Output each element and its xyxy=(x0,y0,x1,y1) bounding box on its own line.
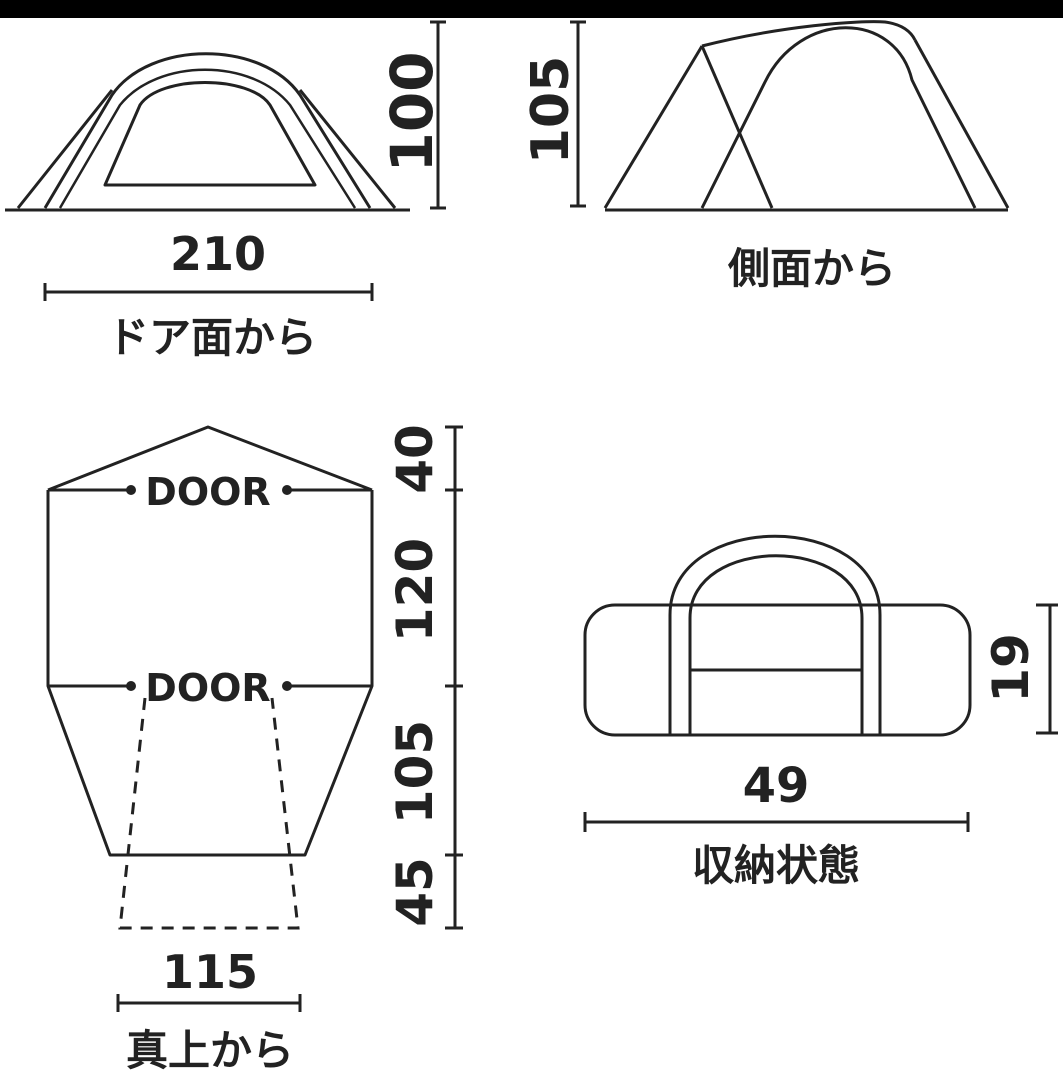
side-right-slope xyxy=(913,39,1010,209)
side-height-value: 105 xyxy=(521,56,581,165)
top-door-marker-1a xyxy=(126,485,136,495)
top-bar xyxy=(0,0,1063,18)
front-fly-outline xyxy=(43,52,372,209)
side-view-label: 側面から xyxy=(727,244,896,293)
bag-height-value: 19 xyxy=(982,633,1040,703)
bag-width-value: 49 xyxy=(743,758,810,814)
top-door-marker-1b xyxy=(282,485,292,495)
front-inner-outline xyxy=(58,68,357,209)
top-dim-value-1: 40 xyxy=(386,424,444,494)
top-dashed-extension xyxy=(118,697,300,930)
side-cross-pole xyxy=(700,45,774,209)
front-width-value: 210 xyxy=(170,227,266,281)
front-door-window xyxy=(103,81,317,187)
front-view-drawing xyxy=(5,20,446,301)
top-view-label: 真上から xyxy=(126,1026,294,1075)
top-door-label-middle: DOOR xyxy=(145,666,270,710)
top-dim-value-3: 105 xyxy=(386,720,444,824)
front-view-label: ドア面から xyxy=(107,313,317,362)
top-door-label-front: DOOR xyxy=(145,470,270,514)
top-view-drawing xyxy=(46,425,463,1012)
top-door-marker-2a xyxy=(126,681,136,691)
side-left-slope xyxy=(603,45,704,209)
side-ridge xyxy=(701,20,917,48)
top-dim-value-4: 45 xyxy=(386,857,444,927)
bag-handle-inner xyxy=(688,554,864,735)
top-main-body xyxy=(46,490,374,857)
top-dim-value-2: 120 xyxy=(386,538,444,642)
storage-bag-drawing xyxy=(583,534,1058,832)
top-front-vestibule xyxy=(47,425,373,492)
front-guy-line-right xyxy=(298,89,397,209)
top-width-value: 115 xyxy=(162,945,258,999)
side-inner-dome xyxy=(700,26,977,209)
top-door-marker-2b xyxy=(282,681,292,691)
bag-handle-outer xyxy=(668,534,882,735)
side-view-drawing xyxy=(570,20,1010,212)
front-guy-line-left xyxy=(16,89,114,209)
front-height-value: 100 xyxy=(378,51,446,172)
storage-label: 収納状態 xyxy=(692,841,860,890)
